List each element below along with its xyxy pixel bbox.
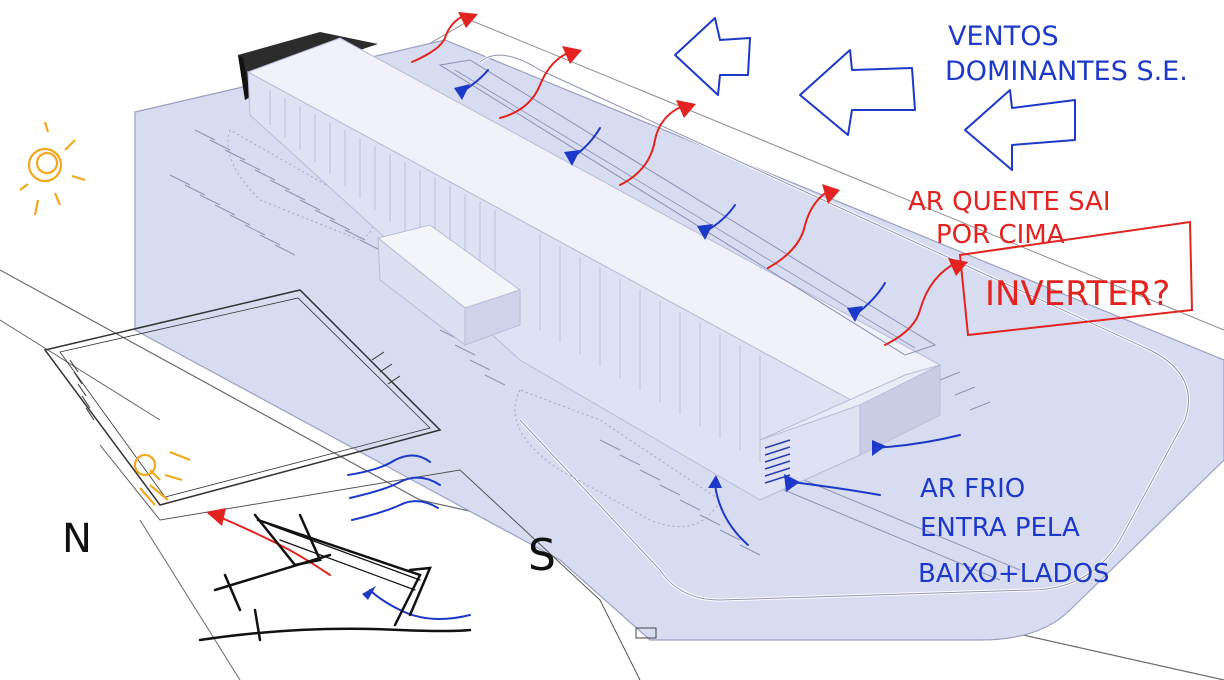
hot-air-arrows [214, 14, 959, 576]
cold-air-arrow [714, 484, 749, 546]
arrowhead [562, 46, 582, 64]
section-end-wall [408, 566, 432, 617]
internal-road-edge [479, 54, 1189, 601]
section-hatch [269, 524, 421, 591]
landscape-patch [227, 129, 374, 241]
cold-air-label-line1: AR FRIO [920, 474, 1025, 504]
arrowhead [822, 184, 840, 204]
invert-note: INVERTER? [985, 274, 1170, 314]
section-mid-line [213, 553, 332, 592]
hot-air-arrow [767, 189, 831, 269]
roof-skylight [438, 59, 937, 356]
annotations: VENTOS DOMINANTES S.E. AR QUENTE SAI POR… [62, 21, 1188, 589]
arrowhead [872, 440, 886, 456]
wind-arrow-icon [799, 49, 916, 136]
hot-air-arrowheads [206, 12, 968, 526]
section-wall [253, 608, 262, 642]
annex-wall-end [464, 289, 521, 346]
site-marker [635, 627, 657, 639]
building-end-canopy-side [238, 55, 250, 100]
building-gable [759, 364, 941, 441]
wind-flow-lines [347, 454, 441, 521]
facade-fins [269, 90, 761, 462]
building-mass [238, 32, 942, 501]
cold-air-arrowheads [362, 84, 886, 600]
sun-icon [19, 121, 86, 216]
wind-label-line2: DOMINANTES S.E. [945, 56, 1188, 87]
adjacent-plot-edge [99, 444, 641, 680]
south-label: S [528, 530, 556, 581]
hot-air-label-line2: POR CIMA [936, 220, 1065, 250]
arrowhead [697, 224, 713, 240]
hot-air-arrow [619, 104, 686, 186]
arrowhead [206, 508, 226, 526]
wind-arrow-icon [674, 17, 751, 96]
cold-air-arrow [791, 481, 881, 496]
cold-air-label-line3: BAIXO+LADOS [918, 559, 1110, 589]
sun-disc [133, 453, 157, 477]
cold-air-arrow-section [369, 589, 471, 620]
arrowhead [564, 150, 580, 166]
site-boundary-line [139, 519, 241, 680]
wind-arrow-icon [674, 17, 1076, 171]
wind-arrow-icon [964, 89, 1076, 171]
arrowhead [454, 84, 470, 100]
arrowhead [676, 100, 696, 118]
north-label: N [62, 516, 92, 562]
hot-air-arrow [411, 14, 466, 63]
wind-label-line1: VENTOS [948, 21, 1059, 52]
plot-border-hatch [69, 351, 401, 421]
roof-skylight-line [454, 69, 916, 349]
arrowhead [847, 306, 863, 322]
arrowhead [708, 475, 722, 488]
arrowhead [458, 12, 478, 28]
adjacent-plot [43, 289, 442, 506]
sun-rays [139, 450, 191, 506]
section-ground-line [198, 627, 472, 642]
section-roof-line [256, 518, 422, 627]
hot-air-arrow [499, 51, 571, 119]
wind-flow-line [347, 454, 431, 476]
end-wall-louvres [764, 439, 791, 484]
hot-air-label-line1: AR QUENTE SAI [908, 187, 1111, 217]
wind-flow-line [351, 500, 439, 521]
wind-flow-line [349, 476, 441, 499]
cold-air-label-line2: ENTRA PELA [920, 513, 1080, 543]
invert-note-box [958, 220, 1194, 337]
adjacent-plot-inner [59, 297, 431, 498]
hot-air-arrow [884, 261, 959, 346]
section-wall [223, 573, 242, 612]
sun-disc [27, 147, 63, 183]
arrowhead [362, 586, 376, 600]
sun-icon [133, 450, 191, 506]
section-sketch [198, 513, 472, 642]
arrowhead [948, 258, 968, 276]
sun-disc-inner [35, 151, 59, 175]
site-boundary-line [0, 319, 161, 421]
landscape-patch [514, 389, 721, 528]
arrowhead [784, 474, 800, 492]
sun-rays [19, 121, 86, 216]
